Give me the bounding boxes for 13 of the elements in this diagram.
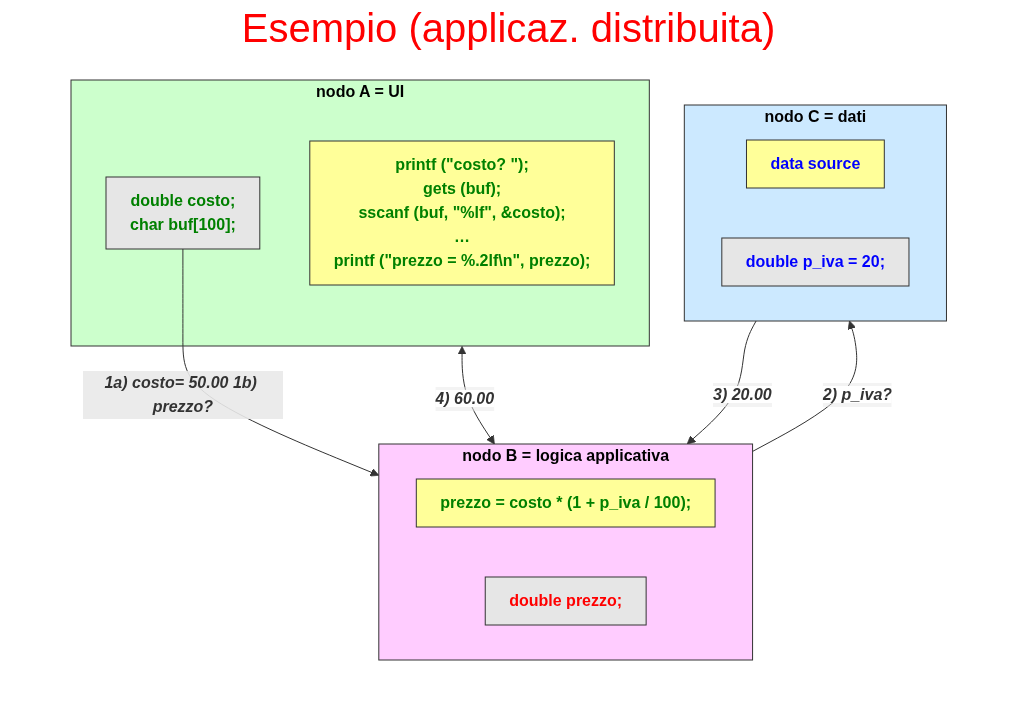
node-box: double prezzo; — [484, 576, 647, 626]
arrow — [751, 320, 857, 452]
edge-label: 3) 20.00 — [712, 386, 772, 403]
edge-label: 4) 60.00 — [435, 390, 494, 408]
node-box: printf ("costo? "); gets (buf); sscanf (buf, "%lf", &costo); … printf ("prezzo = %.2lf\n", prezzo); — [309, 140, 615, 286]
edge-label: 1a) costo= 50.00 1b) prezzo? — [104, 374, 257, 415]
node-box: double costo; char buf[100]; — [105, 176, 261, 250]
node-box: prezzo = costo * (1 + p_iva / 100); — [415, 478, 716, 528]
arrow — [686, 320, 757, 445]
edge-label: 2) p_iva? — [822, 386, 892, 403]
node-box: data source — [745, 139, 885, 189]
diagram-title: Esempio (applicaz. distribuita) — [240, 6, 777, 51]
node-box: double p_iva = 20; — [721, 237, 910, 287]
